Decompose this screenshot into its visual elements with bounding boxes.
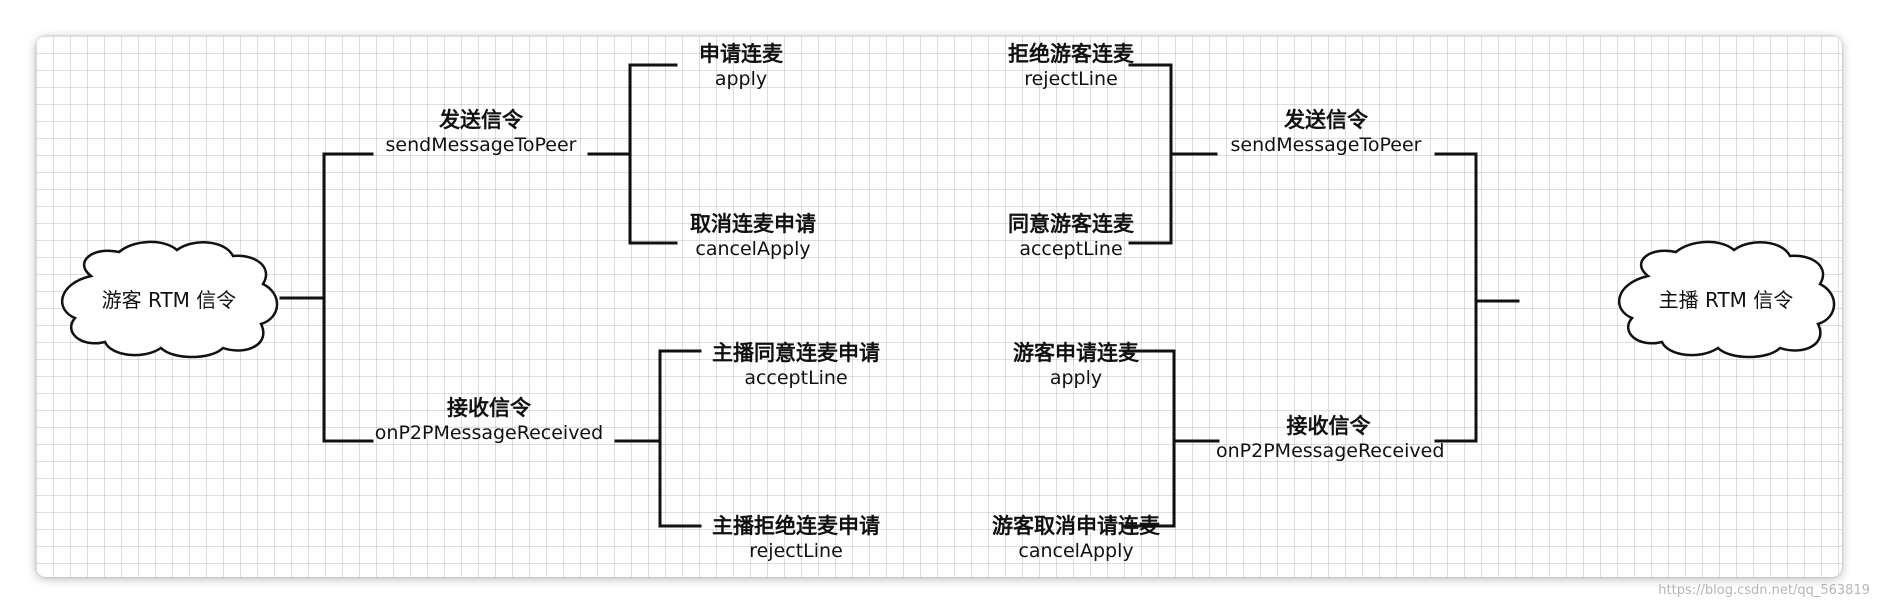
host-accept-visitor-en: acceptLine <box>1019 238 1123 260</box>
host-reject-visitor-en: rejectLine <box>1024 68 1118 90</box>
visitor-host-accept-zh: 主播同意连麦申请 <box>712 341 880 365</box>
visitor-host-reject-label: 主播拒绝连麦申请 rejectLine <box>696 514 896 563</box>
visitor-cancel-apply-zh: 取消连麦申请 <box>690 212 816 236</box>
visitor-receive-zh: 接收信令 <box>447 396 531 420</box>
visitor-host-reject-zh: 主播拒绝连麦申请 <box>712 514 880 538</box>
host-send-zh: 发送信令 <box>1284 108 1368 132</box>
host-visitor-cancel-zh: 游客取消申请连麦 <box>992 514 1160 538</box>
visitor-apply-label: 申请连麦 apply <box>676 42 806 91</box>
host-reject-visitor-zh: 拒绝游客连麦 <box>1008 42 1134 66</box>
visitor-cloud: 游客 RTM 信令 <box>51 236 287 360</box>
host-receive-label: 接收信令 onP2PMessageReceived <box>1216 414 1445 463</box>
host-cloud: 主播 RTM 信令 <box>1608 236 1842 360</box>
host-send-en: sendMessageToPeer <box>1230 134 1422 156</box>
visitor-cancel-apply-label: 取消连麦申请 cancelApply <box>668 212 838 261</box>
visitor-host-accept-label: 主播同意连麦申请 acceptLine <box>696 341 896 390</box>
visitor-send-zh: 发送信令 <box>439 108 523 132</box>
visitor-cloud-label: 游客 RTM 信令 <box>101 287 237 312</box>
visitor-cancel-apply-en: cancelApply <box>695 238 811 260</box>
visitor-host-reject-en: rejectLine <box>749 540 843 562</box>
host-visitor-cancel-en: cancelApply <box>1018 540 1134 562</box>
diagram-canvas: 游客 RTM 信令 主播 RTM 信令 发送信令 sendMessageToPe… <box>36 36 1842 577</box>
cloud-shape-icon <box>60 240 279 359</box>
host-visitor-apply-en: apply <box>1049 367 1103 389</box>
cloud-shape-icon <box>1617 240 1836 359</box>
visitor-receive-label: 接收信令 onP2PMessageReceived <box>364 396 614 445</box>
visitor-send-en: sendMessageToPeer <box>385 134 577 156</box>
host-cloud-label: 主播 RTM 信令 <box>1658 287 1794 312</box>
watermark-text: https://blog.csdn.net/qq_563819 <box>1658 583 1870 598</box>
host-receive-en: onP2PMessageReceived <box>1216 440 1445 462</box>
host-visitor-apply-label: 游客申请连麦 apply <box>996 341 1156 390</box>
connector-lines <box>279 63 1520 528</box>
host-visitor-apply-zh: 游客申请连麦 <box>1013 341 1139 365</box>
host-reject-visitor-label: 拒绝游客连麦 rejectLine <box>996 42 1146 91</box>
visitor-host-accept-en: acceptLine <box>744 367 848 389</box>
host-receive-zh: 接收信令 <box>1286 414 1371 438</box>
visitor-apply-zh: 申请连麦 <box>699 42 783 66</box>
visitor-send-label: 发送信令 sendMessageToPeer <box>371 108 591 157</box>
host-send-label: 发送信令 sendMessageToPeer <box>1216 108 1436 157</box>
visitor-apply-en: apply <box>714 68 768 90</box>
visitor-receive-en: onP2PMessageReceived <box>374 422 604 444</box>
host-accept-visitor-label: 同意游客连麦 acceptLine <box>996 212 1146 261</box>
host-visitor-cancel-label: 游客取消申请连麦 cancelApply <box>976 514 1176 563</box>
host-accept-visitor-zh: 同意游客连麦 <box>1008 212 1134 236</box>
